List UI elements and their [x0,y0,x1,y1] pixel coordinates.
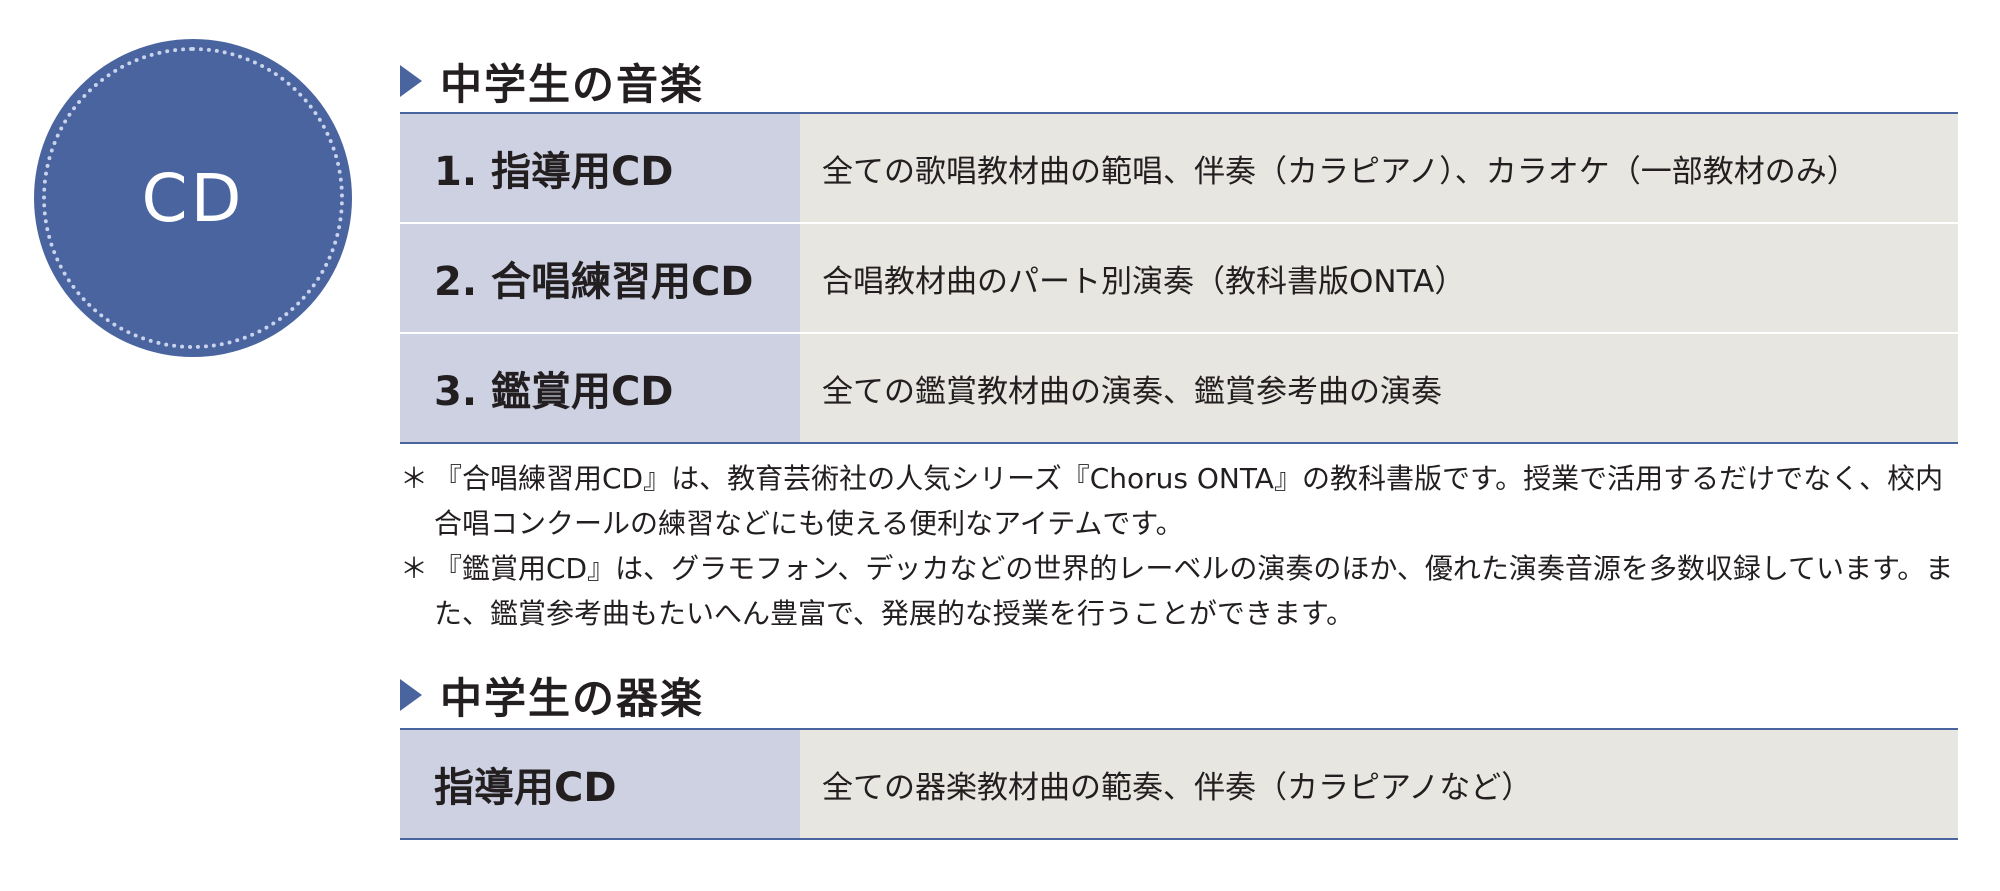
badge-dotted-ring [42,47,344,349]
note-text: 『合唱練習用CD』は、教育芸術社の人気シリーズ『Chorus ONTA』の教科書… [434,462,1944,540]
note-text: 『鑑賞用CD』は、グラモフォン、デッカなどの世界的レーベルの演奏のほか、優れた演… [434,552,1954,630]
table-row: 3. 鑑賞用CD 全ての鑑賞教材曲の演奏、鑑賞参考曲の演奏 [400,332,1958,442]
asterisk-mark: ＊ [400,462,429,495]
cd-badge: CD [34,39,352,357]
music-cd-table: 1. 指導用CD 全ての歌唱教材曲の範唱、伴奏（カラピアノ）、カラオケ（一部教材… [400,112,1958,444]
instrumental-cd-table: 指導用CD 全ての器楽教材曲の範奏、伴奏（カラピアノなど） [400,728,1958,840]
section-title-text: 中学生の音楽 [440,59,705,109]
note-item: ＊ 『合唱練習用CD』は、教育芸術社の人気シリーズ『Chorus ONTA』の教… [400,456,1960,546]
triangle-bullet-icon [400,65,422,97]
section-title-instrumental: 中学生の器楽 [400,666,704,724]
triangle-bullet-icon [400,679,422,711]
table-row: 1. 指導用CD 全ての歌唱教材曲の範唱、伴奏（カラピアノ）、カラオケ（一部教材… [400,114,1958,222]
cd-description-cell: 全ての器楽教材曲の範奏、伴奏（カラピアノなど） [800,730,1958,838]
badge-label: CD [141,159,245,237]
section-title-music: 中学生の音楽 [400,52,704,110]
table-row: 指導用CD 全ての器楽教材曲の範奏、伴奏（カラピアノなど） [400,730,1958,838]
notes: ＊ 『合唱練習用CD』は、教育芸術社の人気シリーズ『Chorus ONTA』の教… [400,456,1960,636]
section-title-text: 中学生の器楽 [440,673,705,723]
cd-name-cell: 2. 合唱練習用CD [400,224,800,332]
cd-description-cell: 合唱教材曲のパート別演奏（教科書版ONTA） [800,224,1958,332]
cd-name-cell: 指導用CD [400,730,800,838]
cd-description-cell: 全ての鑑賞教材曲の演奏、鑑賞参考曲の演奏 [800,334,1958,442]
table-row: 2. 合唱練習用CD 合唱教材曲のパート別演奏（教科書版ONTA） [400,222,1958,332]
note-item: ＊ 『鑑賞用CD』は、グラモフォン、デッカなどの世界的レーベルの演奏のほか、優れ… [400,546,1960,636]
cd-name-cell: 3. 鑑賞用CD [400,334,800,442]
asterisk-mark: ＊ [400,552,429,585]
cd-description-cell: 全ての歌唱教材曲の範唱、伴奏（カラピアノ）、カラオケ（一部教材のみ） [800,114,1958,222]
cd-name-cell: 1. 指導用CD [400,114,800,222]
